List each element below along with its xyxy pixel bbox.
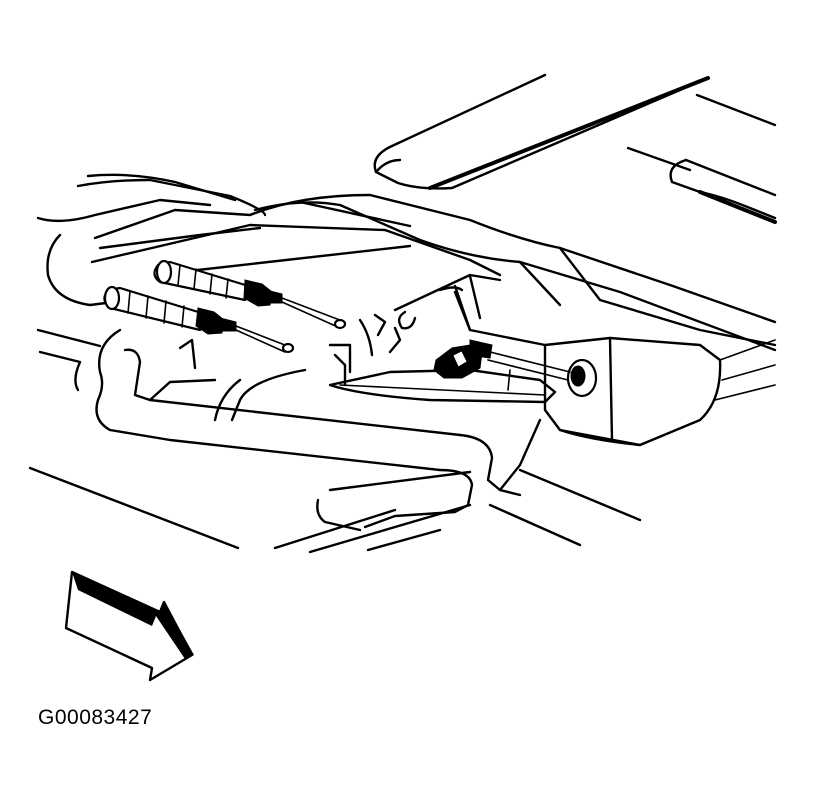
rear-module (453, 290, 776, 447)
frame-rail (36, 173, 777, 352)
figure-id-label: G00083427 (38, 706, 153, 729)
cable-sleeve-upper (153, 259, 347, 330)
equalizer-bracket (328, 313, 557, 404)
forward-arrow-icon (64, 570, 194, 682)
center-cable-connector (433, 339, 571, 391)
lower-crossmember (28, 328, 642, 554)
cable-sleeve-lower (103, 285, 295, 354)
upper-body-panel (373, 73, 777, 224)
